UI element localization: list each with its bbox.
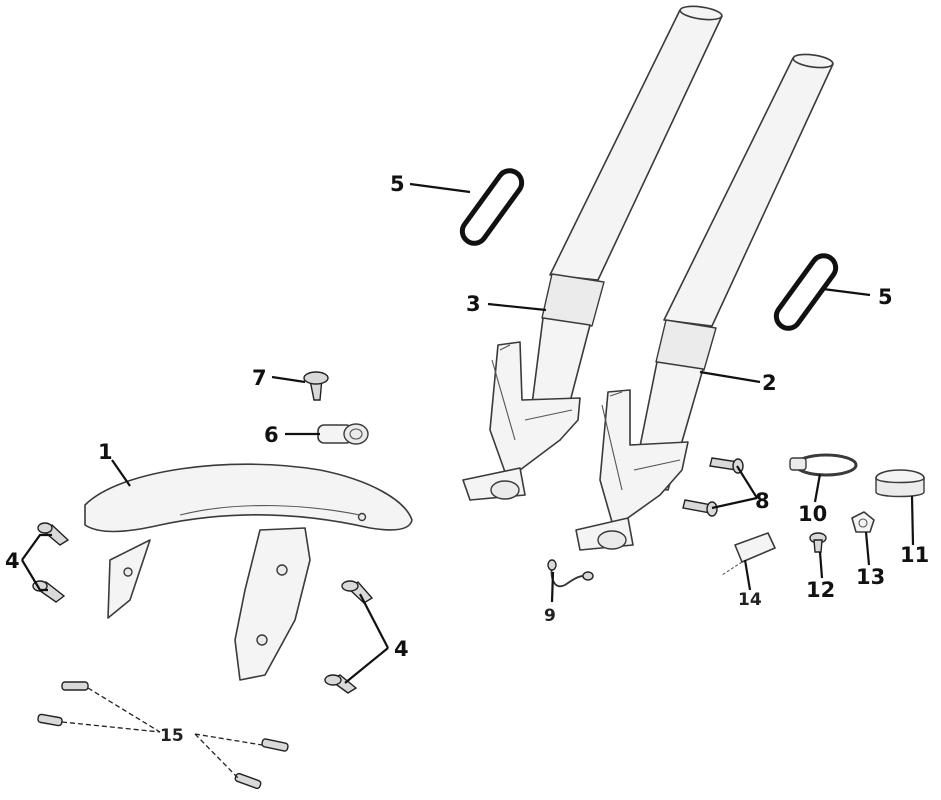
- tag-part-14: [721, 532, 776, 576]
- callout-12: 12: [806, 578, 835, 602]
- bolt-part-7: [303, 371, 329, 401]
- leader-lines: [21, 182, 915, 779]
- nut-part-13: [851, 511, 875, 533]
- bolt-part-8-lower: [682, 499, 718, 517]
- screw-15-c: [261, 738, 289, 752]
- callout-11: 11: [900, 543, 929, 567]
- oring-upper-left: [459, 168, 525, 246]
- callout-13: 13: [856, 565, 885, 589]
- callout-4-left: 4: [5, 549, 20, 573]
- bolt-left-upper: [37, 522, 70, 546]
- callout-8: 8: [755, 489, 770, 513]
- callout-9: 9: [544, 606, 556, 626]
- clamp-part-6: [317, 423, 369, 445]
- callout-14: 14: [738, 590, 762, 610]
- callout-2: 2: [762, 371, 777, 395]
- bolt-right-lower: [324, 674, 358, 694]
- callout-5-upper: 5: [390, 172, 405, 196]
- screw-15-d: [234, 772, 262, 790]
- callout-15: 15: [160, 726, 184, 746]
- screw-15-b: [37, 713, 63, 727]
- screw-part-12: [809, 532, 827, 553]
- ring-part-11: [875, 469, 925, 498]
- callout-3: 3: [466, 292, 481, 316]
- callout-10: 10: [798, 502, 827, 526]
- callout-4-right: 4: [394, 637, 409, 661]
- callout-6: 6: [264, 423, 279, 447]
- callout-7: 7: [252, 366, 267, 390]
- oring-right: [773, 253, 839, 331]
- front-fender: [84, 463, 413, 681]
- hose-clamp-part-10: [789, 453, 858, 477]
- fork-tube-right: [575, 53, 834, 551]
- bolt-right-upper: [341, 580, 374, 604]
- callout-labels: 1 2 3 4 4 5 5 6 7 8 9 10 11 12 13 14 15: [5, 172, 929, 746]
- screw-15-a: [61, 681, 89, 691]
- wire-part-9: [547, 559, 594, 588]
- fork-tube-left: [462, 5, 723, 501]
- callout-1: 1: [98, 440, 113, 464]
- callout-5-right: 5: [878, 285, 893, 309]
- screws-part-15: [37, 681, 289, 790]
- bolt-part-8-upper: [709, 457, 744, 474]
